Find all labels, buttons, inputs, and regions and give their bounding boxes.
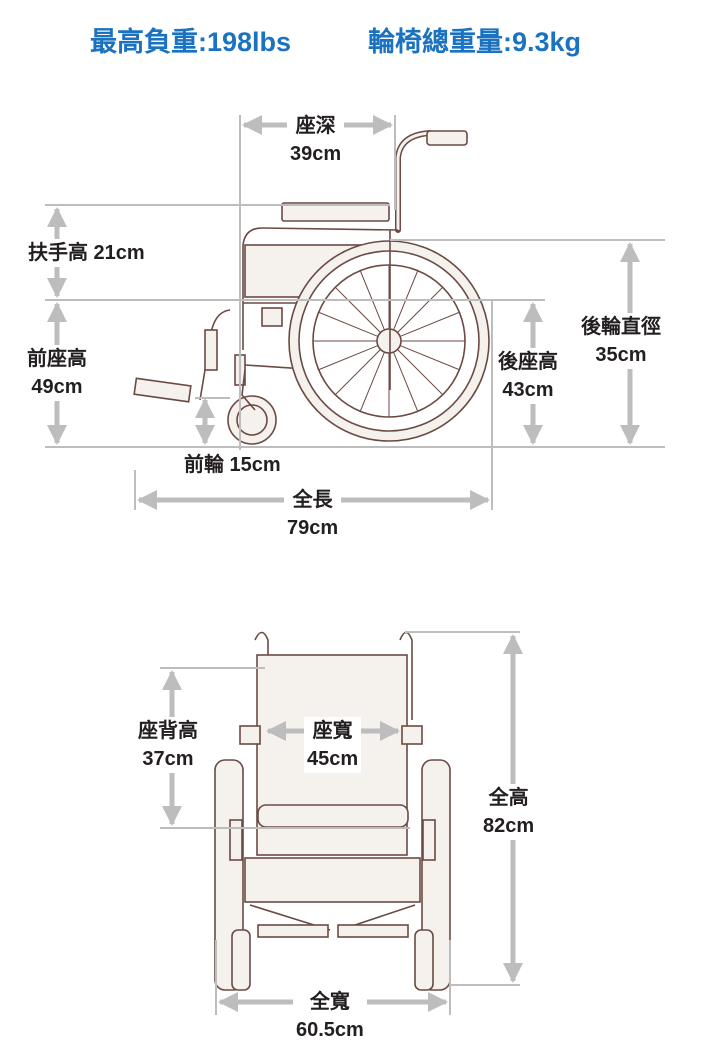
dimension-lines <box>45 115 665 1015</box>
side-view-wheelchair <box>133 130 490 445</box>
max-load-title: 最高負重:198lbs <box>90 27 292 57</box>
chair-weight-title: 輪椅總重量:9.3kg <box>368 27 582 57</box>
armrest-height-label: 扶手高 21cm <box>25 239 148 267</box>
front-wheel-label: 前輪 15cm <box>181 451 284 479</box>
front-view-wheelchair <box>214 631 451 991</box>
